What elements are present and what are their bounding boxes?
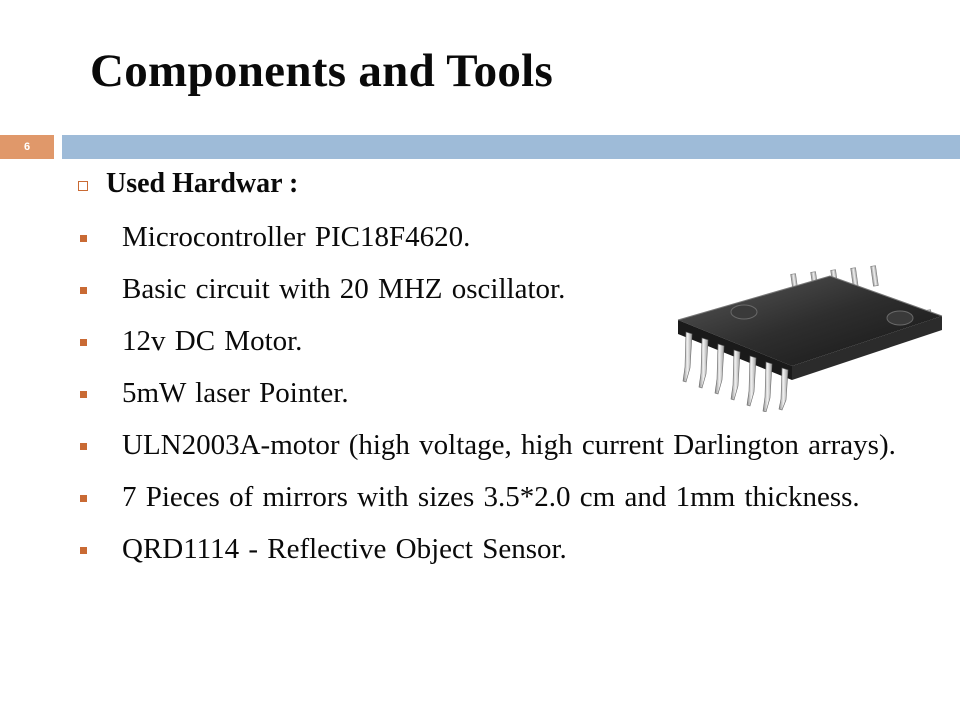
list-item-text: 5mW laser Pointer.	[122, 377, 349, 409]
list-item-text: Microcontroller PIC18F4620.	[122, 221, 471, 253]
square-bullet-icon	[80, 443, 87, 450]
header-bar	[62, 135, 960, 159]
section-heading: Used Hardwar :	[78, 168, 298, 200]
square-bullet-icon	[80, 339, 87, 346]
list-item-text: 12v DC Motor.	[122, 325, 303, 357]
slide-title: Components and Tools	[90, 45, 554, 97]
square-bullet-icon	[80, 287, 87, 294]
hardware-list: Microcontroller PIC18F4620. Basic circui…	[80, 220, 930, 584]
list-item-text: ULN2003A-motor (high voltage, high curre…	[122, 429, 896, 461]
list-item: ULN2003A-motor (high voltage, high curre…	[80, 428, 930, 463]
list-item-text: QRD1114 - Reflective Object Sensor.	[122, 533, 567, 565]
list-item: 12v DC Motor.	[80, 324, 930, 359]
list-item: Basic circuit with 20 MHZ oscillator.	[80, 272, 930, 307]
square-bullet-icon	[80, 235, 87, 242]
list-item: 5mW laser Pointer.	[80, 376, 930, 411]
list-item: Microcontroller PIC18F4620.	[80, 220, 930, 255]
list-item: QRD1114 - Reflective Object Sensor.	[80, 532, 930, 567]
list-item-text: Basic circuit with 20 MHZ oscillator.	[122, 273, 566, 305]
slide-number-badge: 6	[0, 135, 54, 159]
section-heading-text: Used Hardwar :	[106, 168, 299, 199]
square-bullet-icon	[80, 495, 87, 502]
square-bullet-icon	[80, 547, 87, 554]
integrated-circuit-chip-icon	[677, 265, 943, 412]
slide-number: 6	[23, 141, 31, 153]
list-item: 7 Pieces of mirrors with sizes 3.5*2.0 c…	[80, 480, 930, 515]
list-item-text: 7 Pieces of mirrors with sizes 3.5*2.0 c…	[122, 481, 860, 513]
square-bullet-icon	[80, 391, 87, 398]
hollow-square-bullet-icon	[78, 181, 88, 191]
